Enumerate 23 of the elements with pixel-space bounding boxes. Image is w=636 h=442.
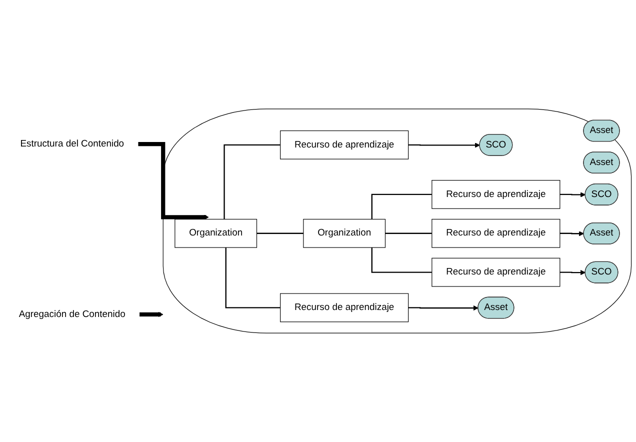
arrow (408, 305, 478, 311)
arrow (559, 231, 584, 236)
arrow (559, 270, 586, 276)
arrow (408, 142, 480, 148)
node-box: Organization (174, 218, 258, 248)
connector (224, 144, 280, 220)
node-text: Agregación de Contenido (18, 309, 126, 320)
arrow (559, 192, 586, 198)
node-box: Organization (303, 218, 386, 248)
cluster (162, 108, 632, 334)
arrow (136, 142, 209, 220)
connector (384, 232, 432, 234)
node-box: Recurso de aprendizaje (432, 258, 560, 287)
connector (371, 248, 432, 273)
node-box: Recurso de aprendizaje (432, 180, 560, 209)
node-box: Recurso de aprendizaje (432, 218, 560, 248)
node-box: Recurso de aprendizaje (280, 293, 409, 322)
connector (225, 248, 280, 308)
node-box: Recurso de aprendizaje (280, 130, 409, 160)
connector (256, 232, 304, 234)
arrow (137, 312, 164, 318)
node-text: Estructura del Contenido (20, 138, 124, 149)
connector (371, 194, 432, 220)
